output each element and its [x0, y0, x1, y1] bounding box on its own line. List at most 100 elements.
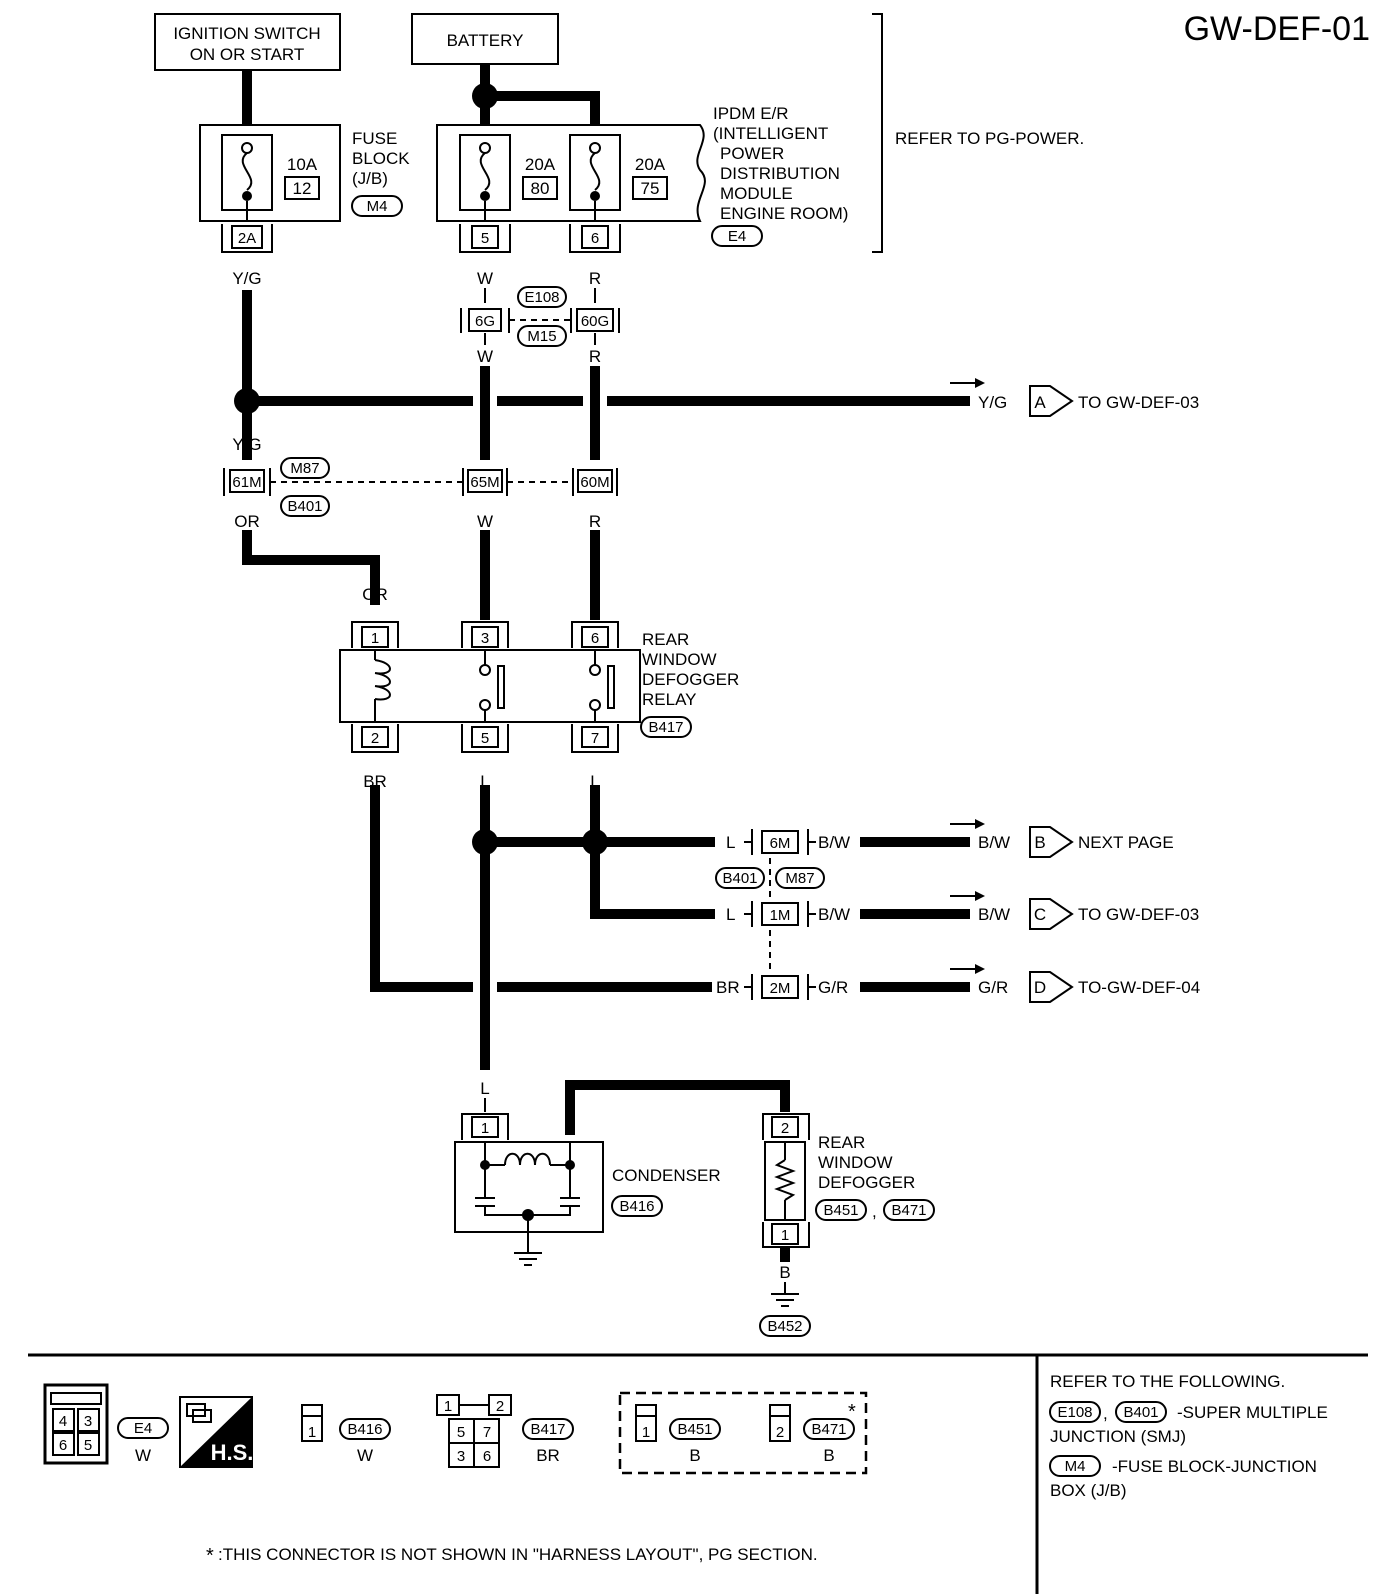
refer-pg-power: REFER TO PG-POWER. — [895, 129, 1084, 148]
ground-connector-b452: B452 — [767, 1318, 802, 1335]
smj-terminal-65m: 65M — [470, 474, 499, 491]
hs-label: H.S. — [211, 1440, 254, 1465]
refer-smj-text-1: -SUPER MULTIPLE — [1177, 1403, 1328, 1422]
b416-pin-1: 1 — [308, 1424, 316, 1441]
offpage-text-b: NEXT PAGE — [1078, 833, 1174, 852]
relay-label-4: RELAY — [642, 690, 697, 709]
b471-star: * — [848, 1401, 856, 1423]
ignition-label-2: ON OR START — [190, 45, 305, 64]
ipdm-label-4: DISTRIBUTION — [720, 164, 840, 183]
footnote-star: * — [206, 1545, 214, 1567]
b417-pin-6: 6 — [483, 1448, 491, 1465]
e4-pin-5: 5 — [84, 1437, 92, 1454]
wire-color-r-2: R — [589, 347, 601, 366]
offpage-c: B/W C TO GW-DEF-03 — [950, 891, 1199, 930]
wire-color-w-1: W — [477, 269, 493, 288]
power-bracket — [872, 13, 883, 253]
offpage-b: B/W B NEXT PAGE — [950, 819, 1174, 858]
wire-color-br-1: BR — [363, 772, 387, 791]
defogger-terminal-2: 2 — [781, 1120, 789, 1137]
wire-color-b-ground: B — [779, 1263, 790, 1282]
legend-b417-connector: 1 2 5 7 3 6 B417 BR — [436, 1394, 574, 1468]
ignition-label-1: IGNITION SWITCH — [173, 24, 320, 43]
legend-connector-b416: B416 — [347, 1421, 382, 1438]
rear-window-defogger: 2 1 REAR WINDOW DEFOGGER B451 , B471 B B… — [759, 1113, 935, 1337]
fuse-80-number: 80 — [531, 179, 550, 198]
wire-color-br-2m: BR — [716, 978, 740, 997]
smj-middle: 61M M87 B401 65M 60M — [223, 457, 618, 517]
legend-b416-connector: 1 B416 W — [301, 1404, 391, 1465]
footnote: * :THIS CONNECTOR IS NOT SHOWN IN "HARNE… — [206, 1545, 818, 1567]
b417-pin-5: 5 — [457, 1424, 465, 1441]
smj-connector-m87-lower: M87 — [785, 870, 814, 887]
smj-terminal-6g: 6G — [475, 313, 495, 330]
b417-pin-2: 2 — [496, 1398, 504, 1415]
splice-dots — [234, 83, 608, 855]
relay-terminal-7: 7 — [591, 730, 599, 747]
smj-lower: L 6M B/W B401 M87 L 1M B/W BR 2M G/R — [715, 829, 850, 1000]
fuse-block-label-1: FUSE — [352, 129, 397, 148]
fuse-12-number: 12 — [293, 179, 312, 198]
fuse-12-amp: 10A — [287, 155, 318, 174]
offpage-letter-b: B — [1034, 833, 1045, 852]
wire-color-l-1: L — [480, 772, 489, 791]
wire-color-bw-b: B/W — [978, 833, 1010, 852]
legend-color-b417: BR — [536, 1446, 560, 1465]
b417-pin-1: 1 — [444, 1398, 452, 1415]
ipdm-er: 20A 80 20A 75 5 6 IPDM E/R (INTELLIGENT … — [436, 104, 848, 253]
ipdm-label-3: POWER — [720, 144, 784, 163]
wire-color-bw-6m: B/W — [818, 833, 850, 852]
fuse-block-terminal-2a: 2A — [238, 230, 256, 247]
relay-terminal-2: 2 — [371, 730, 379, 747]
refer-box: REFER TO THE FOLLOWING. E108 , B401 -SUP… — [1049, 1372, 1328, 1500]
b451-pin-1: 1 — [642, 1424, 650, 1441]
ignition-switch-box: IGNITION SWITCH ON OR START — [154, 13, 341, 71]
legend-connector-e4: E4 — [134, 1420, 152, 1437]
smj-terminal-60g: 60G — [581, 313, 609, 330]
smj-connector-m87: M87 — [290, 460, 319, 477]
e4-pin-4: 4 — [59, 1413, 67, 1430]
smj-terminal-60m: 60M — [580, 474, 609, 491]
legend-color-b416: W — [357, 1446, 373, 1465]
wire-color-r-3: R — [589, 512, 601, 531]
ipdm-label-2: (INTELLIGENT — [713, 124, 828, 143]
e4-pin-3: 3 — [84, 1413, 92, 1430]
offpage-letter-c: C — [1034, 905, 1046, 924]
smj-terminal-1m: 1M — [770, 907, 791, 924]
fuse-block-connector-m4: M4 — [367, 198, 388, 215]
relay-terminal-6: 6 — [591, 630, 599, 647]
refer-fuse-text-1: -FUSE BLOCK-JUNCTION — [1112, 1457, 1317, 1476]
refer-connector-m4: M4 — [1065, 1458, 1086, 1475]
page-code: GW-DEF-01 — [1184, 10, 1370, 48]
fuse-block-label-3: (J/B) — [352, 169, 388, 188]
wire-color-yg-a: Y/G — [978, 393, 1007, 412]
legend-e4-connector: 4 3 6 5 E4 W — [43, 1383, 169, 1465]
smj-terminal-61m: 61M — [232, 474, 261, 491]
defogger-connector-b451: B451 — [823, 1202, 858, 1219]
legend-color-e4: W — [135, 1446, 151, 1465]
smj-connector-m15: M15 — [527, 328, 556, 345]
e4-pin-6: 6 — [59, 1437, 67, 1454]
offpage-text-a: TO GW-DEF-03 — [1078, 393, 1199, 412]
defogger-comma: , — [872, 1202, 877, 1221]
b417-pin-3: 3 — [457, 1448, 465, 1465]
fuse-75-amp: 20A — [635, 155, 666, 174]
wire-color-gr-d: G/R — [978, 978, 1008, 997]
smj-connector-e108: E108 — [524, 289, 559, 306]
refer-smj-text-2: JUNCTION (SMJ) — [1050, 1427, 1186, 1446]
defogger-label-1: REAR — [818, 1133, 865, 1152]
ipdm-label-6: ENGINE ROOM) — [720, 204, 848, 223]
fuse-block: 10A 12 FUSE BLOCK (J/B) M4 2A — [199, 124, 410, 253]
wire-color-bw-1m: B/W — [818, 905, 850, 924]
battery-box: BATTERY — [411, 13, 559, 65]
offpage-letter-d: D — [1034, 978, 1046, 997]
ipdm-label-1: IPDM E/R — [713, 104, 789, 123]
wire-color-l-6m: L — [726, 833, 735, 852]
refer-heading: REFER TO THE FOLLOWING. — [1050, 1372, 1285, 1391]
ipdm-terminal-6: 6 — [591, 230, 599, 247]
smj-terminal-2m: 2M — [770, 980, 791, 997]
legend-color-b451: B — [689, 1446, 700, 1465]
legend-connector-b451: B451 — [677, 1421, 712, 1438]
fuse-block-label-2: BLOCK — [352, 149, 410, 168]
wire-color-bw-c: B/W — [978, 905, 1010, 924]
